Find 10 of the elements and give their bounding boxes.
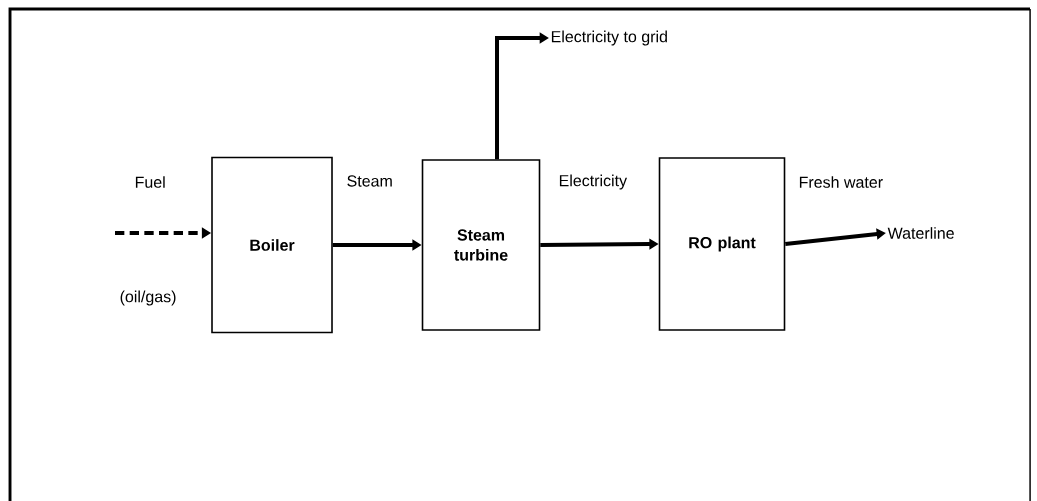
edge-label: Fuel	[133, 174, 168, 190]
output-label: Waterline	[887, 227, 954, 239]
process-box: RO plant	[658, 157, 786, 331]
output-label: Electricity to grid	[551, 30, 667, 46]
process-box: Steam turbine	[421, 159, 541, 331]
edge-label: Steam	[345, 174, 395, 188]
edge-label: Electricity	[557, 173, 629, 191]
process-box: Boiler	[211, 156, 333, 334]
edge-label: Fresh water	[797, 174, 885, 190]
note-label: (oil/gas)	[120, 290, 176, 306]
